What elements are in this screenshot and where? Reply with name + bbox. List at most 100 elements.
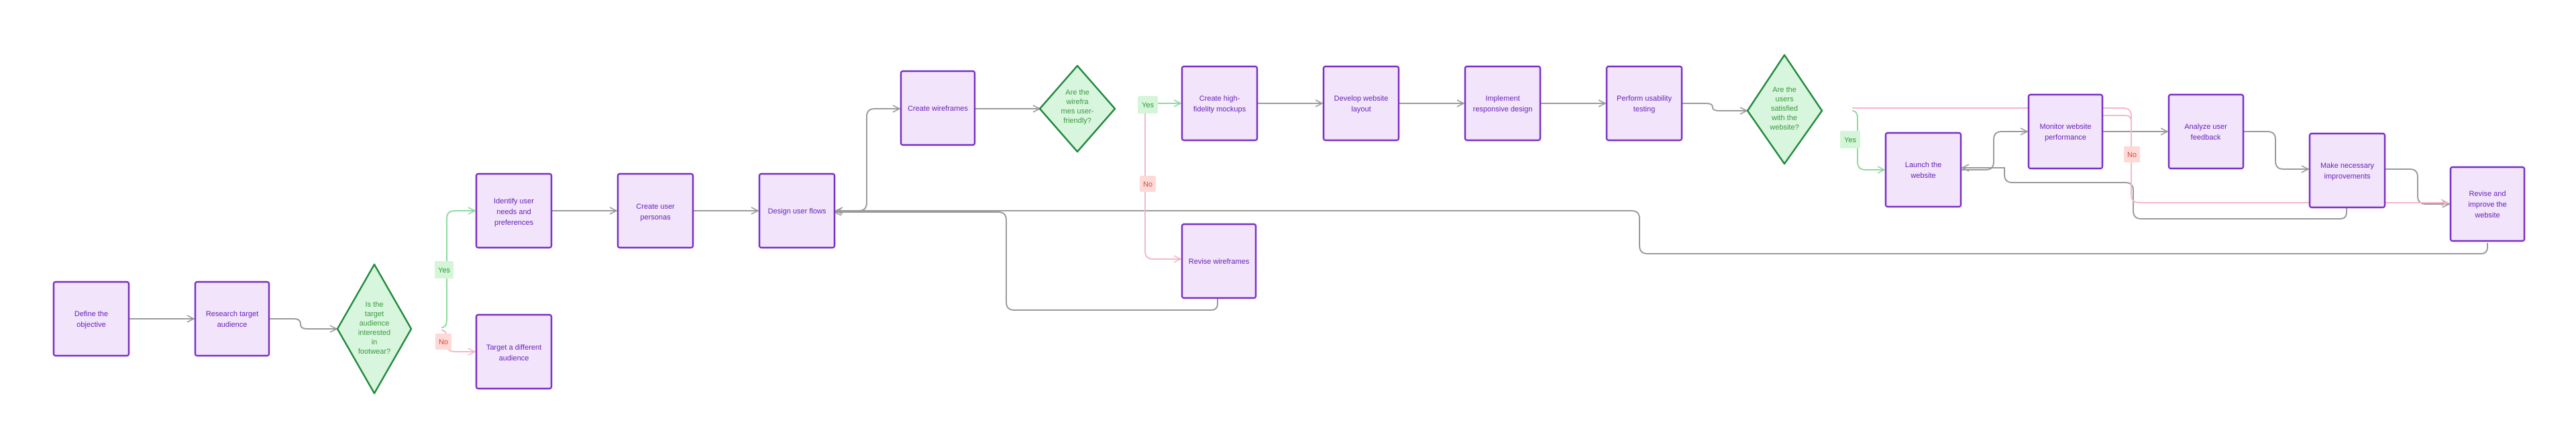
node-create-wireframes[interactable]: Create wireframes xyxy=(900,70,976,146)
node-design-user-flows[interactable]: Design user flows xyxy=(758,172,836,249)
node-responsive-design-line-1: Implement xyxy=(1485,95,1519,103)
node-research-audience[interactable]: Research target audience xyxy=(194,281,270,357)
decision-audience-interested-line-6: footwear? xyxy=(358,348,390,356)
node-revise-website[interactable]: Revise and improve the website xyxy=(2449,166,2526,242)
node-analyze-feedback[interactable]: Analyze user feedback xyxy=(2167,93,2245,170)
decision-audience-interested-line-1: Is the xyxy=(366,301,384,309)
edge-label-no-3: No xyxy=(2124,146,2140,162)
node-target-different-audience-line-1: Target a different xyxy=(486,344,541,352)
decision-wireframes-friendly-line-1: Are the xyxy=(1065,89,1089,97)
decision-users-satisfied-line-5: website? xyxy=(1769,123,1799,132)
edge-label-no-1: No xyxy=(435,334,451,350)
edge-research-to-decision1 xyxy=(269,318,337,329)
node-define-objective-line-1: Define the xyxy=(74,310,108,318)
node-identify-needs-line-1: Identify user xyxy=(494,197,534,205)
node-monitor-performance-line-2: performance xyxy=(2045,134,2086,142)
edge-launch-to-monitor xyxy=(1961,132,2027,170)
node-research-audience-line-1: Research target xyxy=(206,310,258,318)
node-develop-layout-line-2: layout xyxy=(1351,105,1371,113)
node-define-objective-line-2: objective xyxy=(76,321,105,329)
node-define-objective[interactable]: Define the objective xyxy=(52,281,130,357)
node-launch-website-line-1: Launch the xyxy=(1905,161,1941,169)
decision-wireframes-friendly-line-3: mes user- xyxy=(1061,107,1094,115)
edge-improvements-to-revise-website xyxy=(2385,168,2449,204)
edge-testing-to-decision3 xyxy=(1682,103,1747,111)
edge-monitor-no-branch xyxy=(2102,115,2132,122)
node-make-improvements-line-1: Make necessary xyxy=(2320,162,2375,170)
edge-label-no-2-text: No xyxy=(1143,181,1152,189)
node-revise-website-line-2: improve the xyxy=(2468,201,2506,209)
node-analyze-feedback-line-2: feedback xyxy=(2191,134,2221,142)
node-create-mockups-line-2: fidelity mockups xyxy=(1193,105,1246,113)
node-launch-website[interactable]: Launch the website xyxy=(1884,132,1962,208)
node-revise-website-line-1: Revise and xyxy=(2469,190,2506,198)
edge-decision1-yes-to-identify xyxy=(441,211,475,328)
edge-label-yes-3-text: Yes xyxy=(1844,136,1856,144)
node-make-improvements[interactable]: Make necessary improvements xyxy=(2308,132,2386,209)
node-target-different-audience-line-2: audience xyxy=(499,354,529,362)
decision-audience-interested-line-2: target xyxy=(365,310,384,318)
node-research-audience-line-2: audience xyxy=(217,321,248,329)
node-create-mockups[interactable]: Create high-fidelity mockups xyxy=(1181,65,1258,142)
edge-label-yes-1: Yes xyxy=(435,261,453,279)
node-usability-testing-line-2: testing xyxy=(1633,105,1655,113)
node-revise-wireframes[interactable]: Revise wireframes xyxy=(1181,223,1257,299)
node-revise-website-line-3: website xyxy=(2474,211,2500,219)
decision-audience-interested-line-4: interested xyxy=(358,329,390,337)
edge-label-no-1-text: No xyxy=(439,338,448,346)
decision-users-satisfied-line-2: users xyxy=(1776,95,1794,103)
edge-decision3-yes-to-launch xyxy=(1851,110,1884,170)
node-identify-needs-line-2: needs and xyxy=(496,208,531,216)
node-usability-testing[interactable]: Perform usability testing xyxy=(1605,65,1683,142)
node-develop-layout[interactable]: Develop website layout xyxy=(1322,65,1400,142)
node-create-personas[interactable]: Create user personas xyxy=(616,172,694,249)
edge-label-yes-3: Yes xyxy=(1840,131,1860,148)
decision-users-satisfied-line-3: satisfied xyxy=(1771,105,1798,113)
edge-analyze-to-improvements xyxy=(2243,131,2308,169)
node-design-user-flows-line-1: Design user flows xyxy=(768,207,826,215)
edge-revise-wireframes-to-userflows xyxy=(835,212,1218,311)
decision-wireframes-friendly-line-4: friendly? xyxy=(1063,117,1091,125)
svg-text:Create wireframes: Create wireframes xyxy=(908,105,968,113)
node-create-wireframes-line-1: Create wireframes xyxy=(908,105,968,113)
node-create-personas-line-2: personas xyxy=(640,213,671,221)
edge-decision2-no-to-revise-wireframes xyxy=(1144,109,1181,259)
node-analyze-feedback-line-1: Analyze user xyxy=(2184,123,2227,131)
node-target-different-audience[interactable]: Target a different audience xyxy=(475,313,553,390)
edge-label-yes-1-text: Yes xyxy=(438,266,450,275)
decision-wireframes-friendly-line-2: wirefra xyxy=(1065,98,1089,106)
edge-label-no-3-text: No xyxy=(2127,151,2137,159)
node-make-improvements-line-2: improvements xyxy=(2324,172,2371,181)
node-launch-website-line-2: website xyxy=(1910,172,1935,180)
edge-revise-website-to-userflows xyxy=(836,211,2488,254)
node-usability-testing-line-1: Perform usability xyxy=(1617,95,1672,103)
node-develop-layout-line-1: Develop website xyxy=(1334,95,1389,103)
svg-text:Create high-fidelity mockups: Create high-fidelity mockups xyxy=(1193,95,1246,113)
edge-label-no-2: No xyxy=(1140,176,1156,192)
decision-users-satisfied-line-1: Are the xyxy=(1772,86,1796,94)
node-create-personas-line-1: Create user xyxy=(636,203,675,211)
node-revise-wireframes-line-1: Revise wireframes xyxy=(1189,258,1250,266)
edge-userflows-to-wireframes xyxy=(835,109,900,211)
